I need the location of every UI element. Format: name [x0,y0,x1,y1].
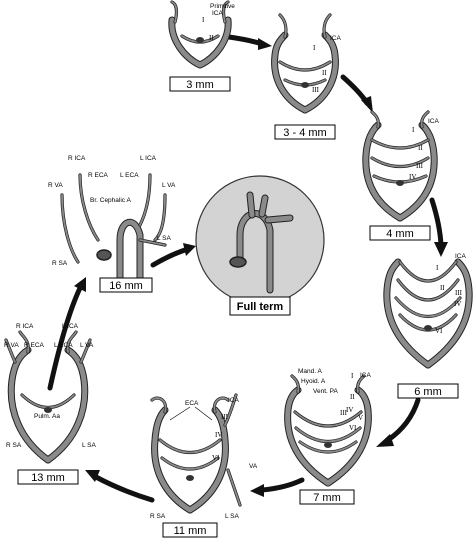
vessel-label: R VA [48,182,63,189]
arch-label: III [312,86,320,94]
stage-16mm: R ICA L ICA R ECA L ECA R VA L VA Br. Ce… [48,155,176,293]
vessel-label: L VA [162,182,176,189]
arch-label: II [440,284,445,292]
arch-label: VI [349,424,357,432]
arch-label: V [358,414,363,422]
arrow-head [258,38,272,50]
vessel-label: ICA [212,10,224,17]
arch-label: II [322,69,327,77]
stage-3mm: Primitive ICA I II 3 mm [168,0,235,92]
vessel-label: L SA [157,235,172,242]
arrow-head [376,434,394,447]
vessel-label: ICA [228,397,240,404]
vessel-label: Br. Cephalic A [90,197,131,204]
stage-label: 11 mm [174,525,207,537]
arrow-7mm-to-11mm [259,477,305,493]
arrow-6mm-to-7mm [385,397,421,443]
vessel-label: R VA [4,342,19,349]
full-term-circle [195,175,325,305]
stage-label: 3 - 4 mm [283,127,326,139]
arch-label: III [221,413,229,421]
vessel-label: ICA [360,372,372,379]
vessel-label: ICA [455,253,467,260]
arch-label: I [313,44,316,52]
vessel-label: ECA [185,400,199,407]
stage-label: 16 mm [109,280,143,292]
vessel-label: L ICA [62,323,79,330]
arch-label: I [436,264,439,272]
arch-label: IV [454,300,461,308]
vessel-label: R ECA [24,342,45,349]
stage-11mm: ECA ICA VA R SA L SA III IV VI 11 mm [150,393,258,538]
vessel-label: R ICA [16,323,34,330]
arch-label: I [202,16,205,24]
vessel-label: L ECA [54,342,73,349]
arrow-16mm-to-full-term [150,247,188,268]
arrow-head [250,484,264,497]
vessel-label: L ICA [140,155,157,162]
stage-3-4mm: ICA I II III 3 - 4 mm [271,13,342,140]
sequence-arrows [47,34,448,503]
vessel-label: R SA [52,260,68,267]
arch-label: II [209,34,214,42]
arch-label: VI [435,327,443,335]
vessel-label: R ICA [68,155,86,162]
stage-13mm: R ICA L ICA R VA R ECA L ECA L VA Pulm. … [4,323,97,485]
vessel-label: Hyoid. A [301,378,326,385]
arrow-3mm-to-34mm [226,34,265,47]
arrow-head [434,242,448,257]
arch-label: IV [346,406,353,414]
arch-label: VI [212,454,220,462]
vessel-label: Mand. A [298,368,323,375]
arch-label: IV [409,173,416,181]
vessel-label: VA [249,463,258,470]
vessel-label: R ECA [88,172,109,179]
arrow-head [85,470,100,482]
arch-label: II [350,393,355,401]
stage-label: 3 mm [186,79,214,91]
stage-label: 13 mm [31,472,65,484]
arch-label: III [340,409,348,417]
vessel-label: Pulm. Aa [34,413,60,420]
stage-6mm: ICA I II III IV VI 6 mm [383,253,473,399]
vessel-label: L SA [82,442,97,449]
arrow-head [361,96,373,113]
stage-label: 4 mm [386,228,414,240]
stage-label: Full term [237,301,284,313]
stage-full-term: Full term [195,175,325,316]
stage-label: 6 mm [414,386,442,398]
stage-7mm: Mand. A Hyoid. A Vent. PA ICA I II III I… [284,368,372,505]
arrow-13mm-to-16mm [47,285,83,391]
vessel-label: L VA [80,342,94,349]
stage-label: 7 mm [313,492,341,504]
vessel-label: R SA [150,513,166,520]
arch-label: I [351,372,354,380]
vessel-label: L SA [225,513,240,520]
arch-label: IV [215,431,222,439]
vessel-label: Primitive [210,3,235,10]
vessel-label: R SA [6,442,22,449]
vessel-label: ICA [330,35,342,42]
vessel-label: L ECA [120,172,139,179]
arch-label: I [412,126,415,134]
arch-label: II [418,144,423,152]
arrow-4mm-to-6mm [429,197,444,248]
arrow-head [74,277,86,292]
stage-4mm: ICA I II III IV 4 mm [362,110,440,241]
vessel-label: ICA [428,118,440,125]
arch-label: III [416,162,424,170]
vessel-label: Vent. PA [313,388,338,395]
arch-label: III [455,289,463,297]
arrow-11mm-to-13mm [93,474,155,503]
arrow-head [183,243,196,256]
